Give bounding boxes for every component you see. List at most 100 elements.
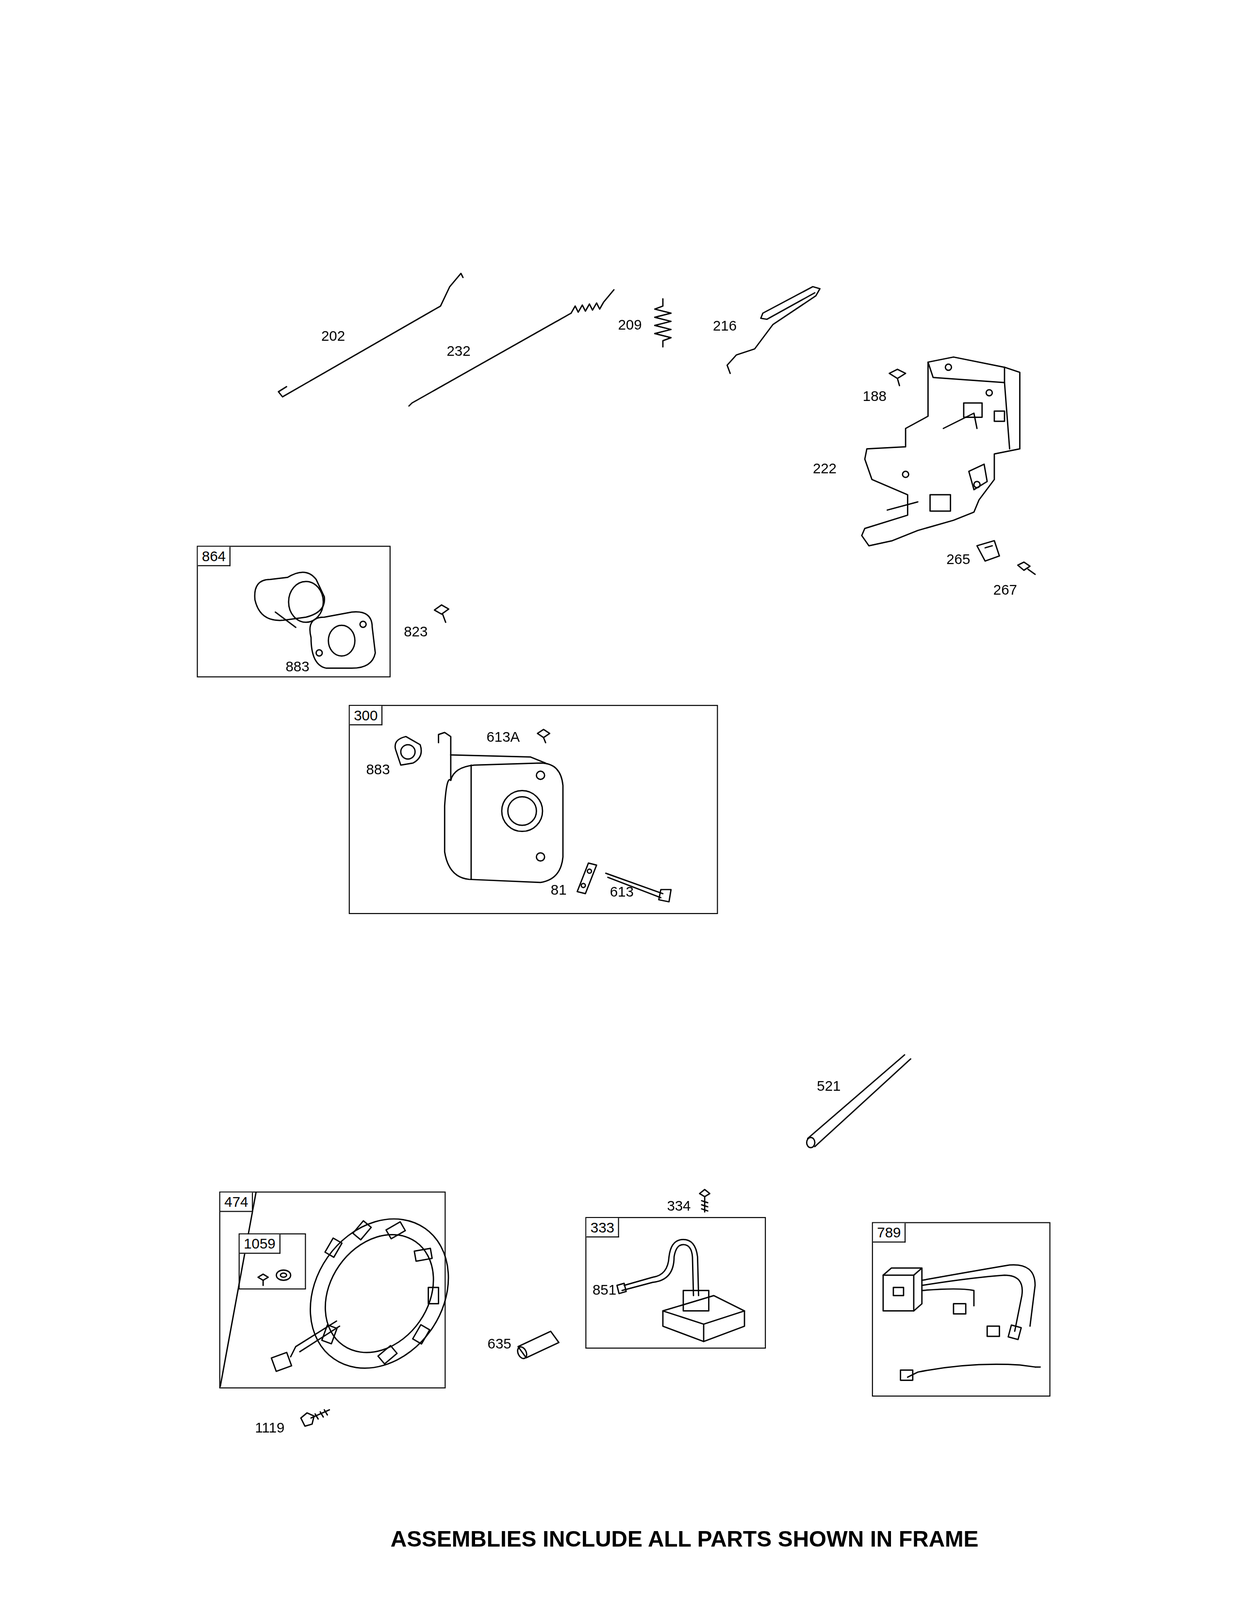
gasket-883-part bbox=[315, 649, 323, 657]
wire-harness-789 bbox=[883, 1264, 1041, 1381]
muffler-part bbox=[450, 754, 546, 763]
ignition-coil-part bbox=[662, 1310, 745, 1341]
screw-267-part bbox=[1027, 569, 1036, 575]
callout-number: 81 bbox=[550, 881, 567, 898]
plate-81 bbox=[576, 862, 597, 894]
alternator-stator bbox=[271, 1191, 477, 1395]
muffler bbox=[438, 732, 563, 883]
boot-635-part bbox=[518, 1330, 560, 1358]
callout-number: 883 bbox=[365, 760, 390, 778]
wire-harness-789-part bbox=[883, 1267, 923, 1311]
screw-334-part bbox=[701, 1196, 709, 1212]
screw-1119-part bbox=[300, 1412, 314, 1426]
screw-washer-1059-part bbox=[276, 1269, 291, 1280]
wire-harness-789-part bbox=[953, 1303, 966, 1314]
gasket-883-part bbox=[328, 625, 356, 656]
control-bracket-222-part bbox=[943, 412, 977, 429]
callout-number: 202 bbox=[321, 327, 346, 345]
assembly-frame: 1059 bbox=[238, 1233, 307, 1290]
control-bracket-222-part bbox=[930, 494, 951, 511]
clip-265 bbox=[976, 540, 1000, 561]
muffler-part bbox=[470, 764, 473, 879]
alternator-stator-part bbox=[281, 1191, 477, 1395]
wire-harness-789-part bbox=[900, 1369, 913, 1380]
assembly-number: 864 bbox=[197, 546, 231, 566]
alternator-stator-part bbox=[290, 1320, 337, 1357]
assembly-frame: 300 bbox=[348, 704, 719, 914]
exhaust-adapter-part bbox=[288, 581, 324, 623]
screw-613a bbox=[537, 729, 550, 743]
callout-number: 209 bbox=[618, 315, 643, 333]
callout-number: 232 bbox=[446, 342, 471, 360]
muffler-part bbox=[536, 771, 545, 780]
assembly-number: 474 bbox=[220, 1192, 254, 1212]
wire-harness-789-part bbox=[922, 1274, 1023, 1332]
callout-number: 267 bbox=[993, 581, 1018, 598]
wire-harness-789-part bbox=[907, 1363, 1036, 1377]
assembly-frame: 474 1059 bbox=[219, 1191, 446, 1389]
alternator-stator-part bbox=[414, 1248, 433, 1262]
wire-216 bbox=[726, 286, 820, 374]
control-bracket-222-part bbox=[902, 471, 909, 478]
gasket-883-b bbox=[395, 736, 422, 765]
screw-823-part bbox=[442, 613, 446, 623]
exhaust-adapter-part bbox=[275, 611, 296, 628]
assembly-frame: 789 bbox=[872, 1221, 1051, 1397]
wire-216-part bbox=[726, 286, 820, 374]
control-bracket-222-part bbox=[963, 402, 983, 417]
callout-number: 334 bbox=[666, 1197, 691, 1214]
screw-613a-part bbox=[537, 729, 550, 738]
ignition-coil-part bbox=[683, 1289, 709, 1311]
callout-number: 188 bbox=[862, 387, 887, 405]
bolt-613-part bbox=[659, 889, 672, 902]
assembly-number: 789 bbox=[873, 1222, 907, 1243]
alternator-stator-part bbox=[386, 1221, 406, 1239]
assembly-number: 333 bbox=[586, 1217, 620, 1237]
bolt-613 bbox=[605, 873, 671, 902]
rod-521-part bbox=[807, 1054, 911, 1147]
screw-washer-1059-part bbox=[258, 1273, 269, 1281]
callout-number: 265 bbox=[946, 550, 971, 568]
spring-209 bbox=[654, 298, 672, 347]
alternator-stator-part bbox=[325, 1237, 343, 1257]
control-bracket-222-part bbox=[968, 463, 988, 490]
callout-number: 216 bbox=[712, 317, 737, 334]
plate-81-part bbox=[581, 883, 586, 888]
link-rod-202 bbox=[278, 273, 463, 397]
screw-823-part bbox=[434, 604, 449, 614]
boot-635-part bbox=[515, 1345, 529, 1360]
ignition-coil-part bbox=[662, 1295, 745, 1342]
muffler-part bbox=[536, 852, 545, 861]
wire-harness-789-part bbox=[1035, 1366, 1041, 1368]
muffler-part bbox=[444, 762, 563, 883]
alternator-stator-part bbox=[321, 1324, 337, 1344]
footer-note: ASSEMBLIES INCLUDE ALL PARTS SHOWN IN FR… bbox=[390, 1525, 979, 1553]
ignition-coil-part bbox=[622, 1244, 694, 1296]
callout-number: 613 bbox=[609, 883, 634, 900]
screw-823 bbox=[434, 604, 449, 623]
muffler-part bbox=[501, 790, 543, 832]
callout-number: 613A bbox=[486, 727, 520, 745]
control-bracket-222 bbox=[861, 357, 1021, 546]
muffler-part bbox=[438, 732, 451, 781]
alternator-stator-part bbox=[412, 1324, 430, 1344]
screw-washer-1059-part bbox=[262, 1279, 264, 1286]
alternator-stator-part bbox=[428, 1286, 439, 1304]
screw-washer-1059 bbox=[258, 1269, 291, 1286]
assembly-number: 1059 bbox=[239, 1234, 281, 1254]
control-bracket-222-part bbox=[994, 411, 1005, 422]
screw-188-part bbox=[897, 378, 900, 386]
plate-81-part bbox=[587, 868, 592, 873]
screw-188-part bbox=[889, 369, 907, 379]
link-rod-202-part bbox=[278, 273, 463, 397]
clip-265-part bbox=[985, 545, 993, 548]
gasket-883-b-part bbox=[400, 744, 415, 759]
governor-link-232-part bbox=[571, 289, 614, 314]
callout-number: 635 bbox=[487, 1334, 512, 1352]
screw-188 bbox=[889, 369, 907, 386]
boot-635 bbox=[515, 1330, 560, 1360]
rod-521-part bbox=[806, 1137, 815, 1148]
muffler-part bbox=[508, 796, 537, 825]
ignition-coil bbox=[616, 1238, 745, 1341]
